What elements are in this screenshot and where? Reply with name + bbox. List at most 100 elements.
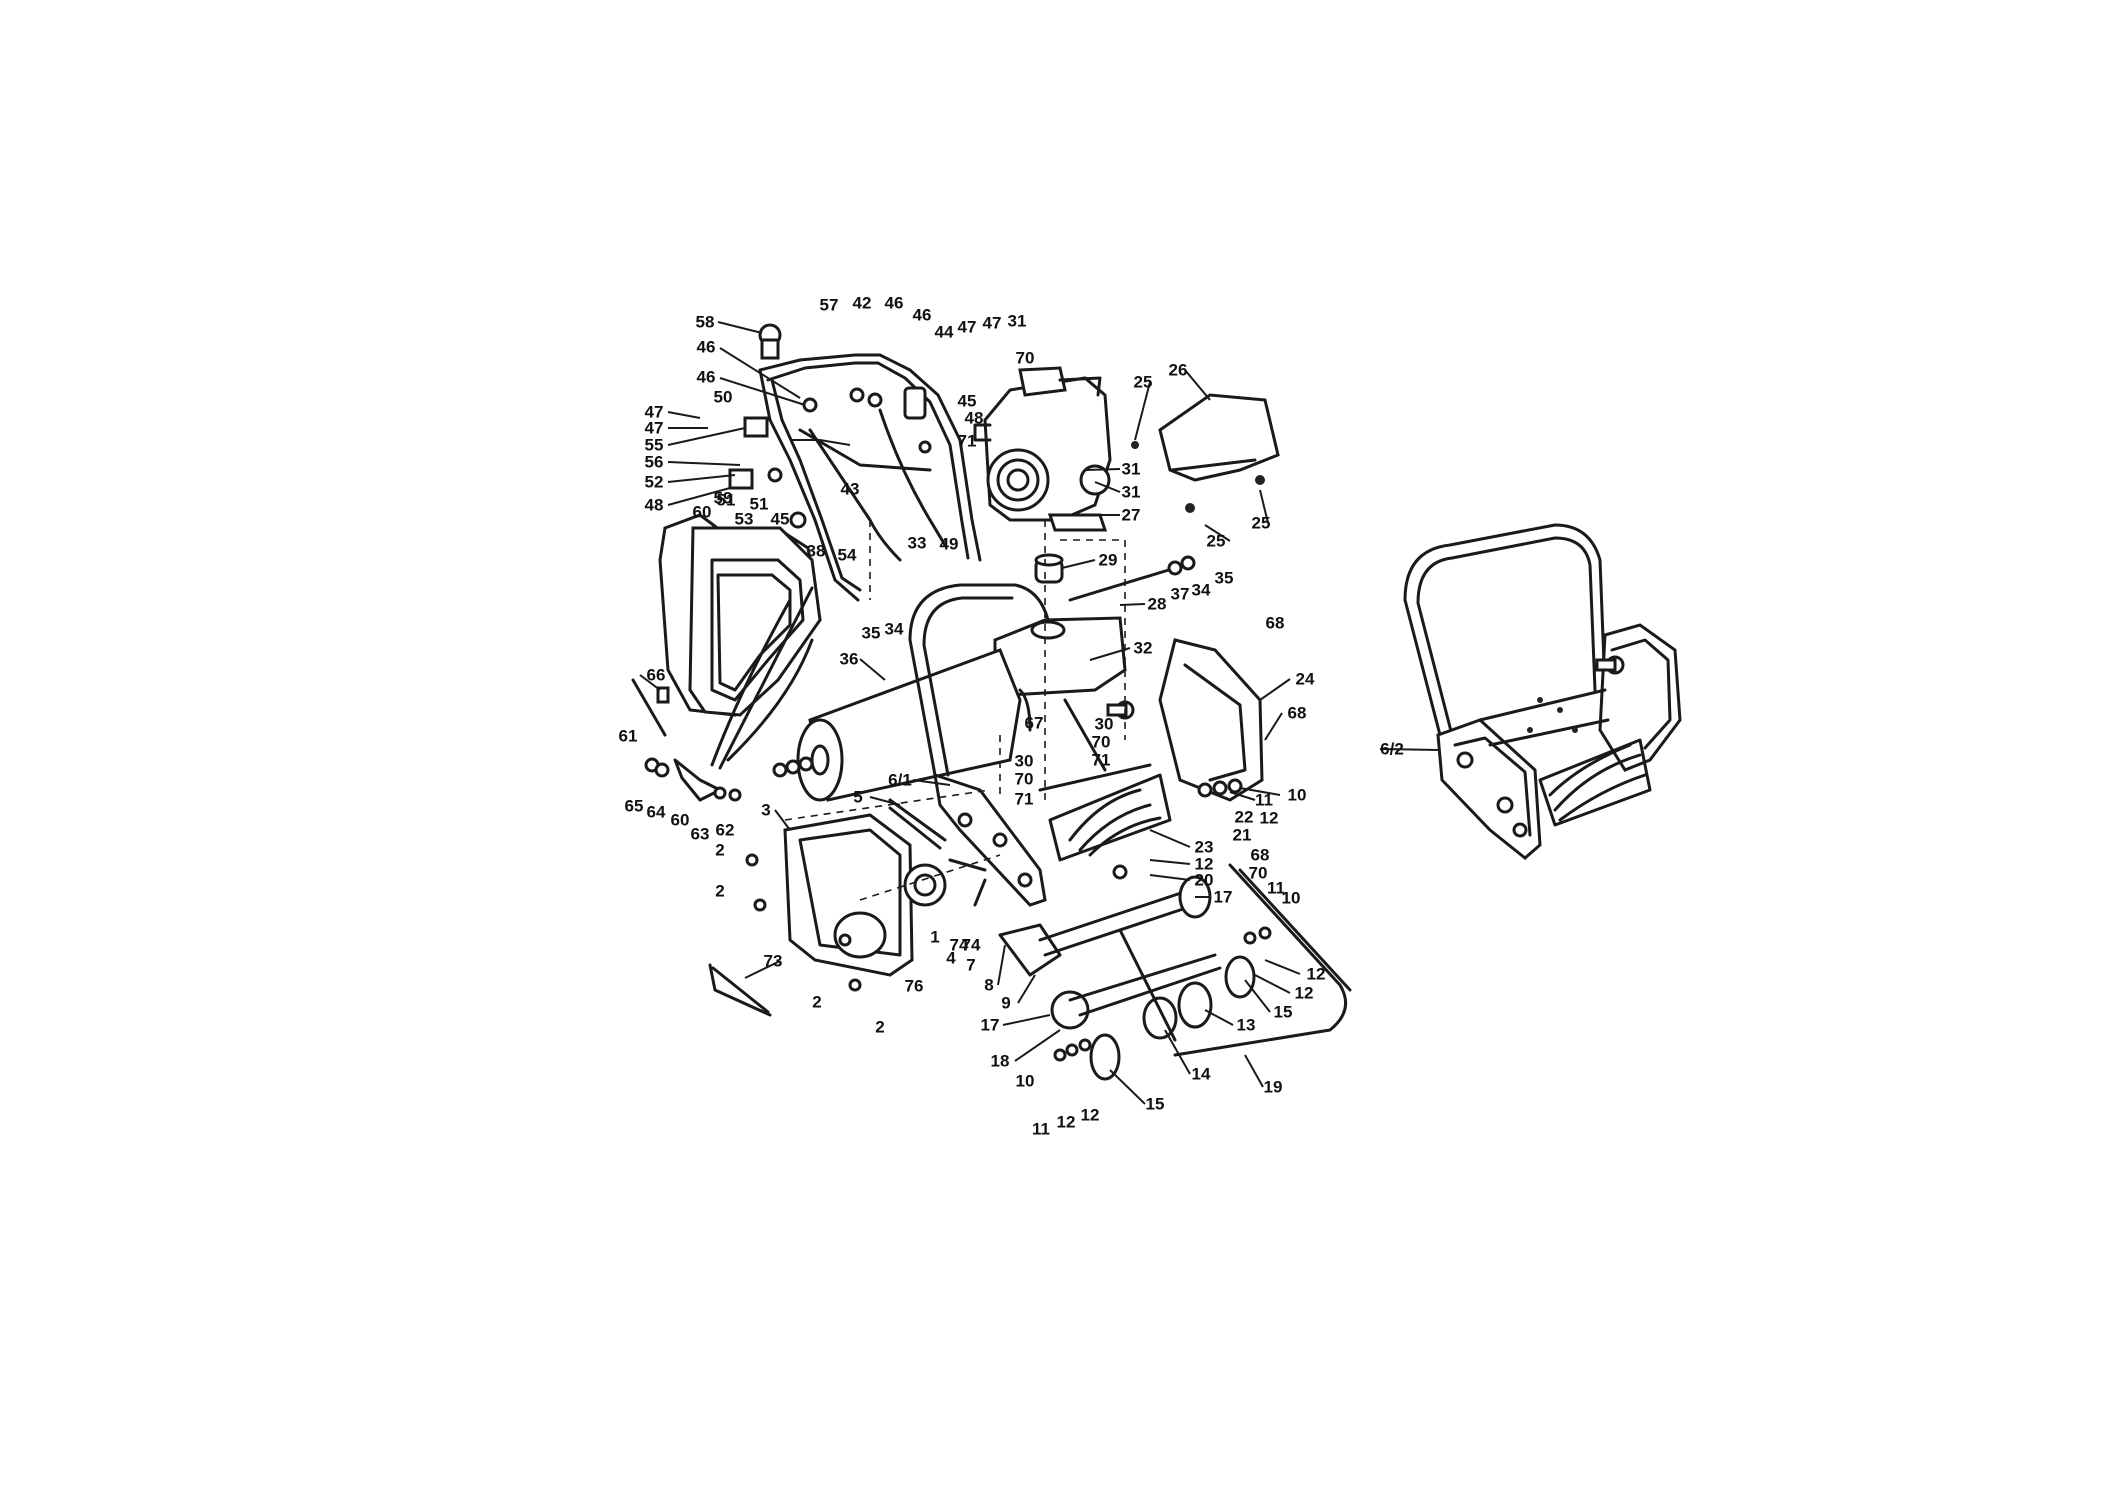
part-label: 21 — [1232, 825, 1252, 845]
part-label: 46 — [912, 305, 932, 325]
part-label: 50 — [713, 387, 733, 407]
part-label: 18 — [990, 1051, 1010, 1071]
part-label: 45 — [770, 509, 790, 529]
rear-rollers — [998, 863, 1352, 1081]
part-label: 11 — [1255, 790, 1273, 810]
assembly-lines — [784, 520, 1126, 901]
part-label: 59 — [713, 488, 733, 508]
part-label: 10 — [1287, 785, 1307, 805]
part-label: 57 — [819, 295, 839, 315]
part-label: 48 — [644, 495, 664, 515]
part-label: 14 — [1191, 1064, 1211, 1084]
part-label: 36 — [839, 649, 859, 669]
part-label: 42 — [852, 293, 872, 313]
main-frame — [908, 583, 1264, 907]
part-label: 64 — [646, 802, 666, 822]
part-label: 35 — [1214, 568, 1234, 588]
part-label: 51 — [716, 490, 736, 510]
part-label: 68 — [1250, 845, 1270, 865]
part-label: 1 — [930, 927, 940, 947]
part-label: 13 — [1236, 1015, 1256, 1035]
part-label: 74 — [961, 935, 981, 955]
part-label: 25 — [1251, 513, 1271, 533]
part-label: 70 — [1014, 769, 1034, 789]
part-label: 60 — [692, 502, 712, 522]
part-label: 12 — [1194, 854, 1214, 874]
handle-assembly — [728, 323, 982, 602]
part-label: 44 — [934, 322, 954, 342]
part-label: 11 — [1032, 1119, 1050, 1139]
part-label: 22 — [1234, 807, 1254, 827]
part-label: 47 — [644, 418, 664, 438]
part-label: 45 — [957, 391, 977, 411]
part-label: 24 — [1295, 669, 1315, 689]
part-label: 27 — [1121, 505, 1141, 525]
part-label: 71 — [1014, 789, 1034, 809]
part-label: 46 — [884, 293, 904, 313]
part-label: 23 — [1194, 837, 1214, 857]
part-label: 73 — [763, 951, 783, 971]
part-label: 54 — [837, 545, 857, 565]
part-label: 51 — [749, 494, 769, 514]
fuel-tank — [993, 553, 1196, 697]
part-label: 71 — [1091, 750, 1111, 770]
part-label: 4 — [946, 948, 956, 968]
part-label: 67 — [1024, 713, 1044, 733]
part-label: 30 — [1094, 714, 1114, 734]
part-label: 66 — [646, 665, 666, 685]
part-label: 31 — [1121, 482, 1141, 502]
part-label: 52 — [644, 472, 664, 492]
part-label: 61 — [618, 726, 638, 746]
part-label: 49 — [939, 534, 959, 554]
part-label: 48 — [964, 408, 984, 428]
grass-box — [658, 513, 822, 770]
part-label: 74 — [949, 935, 969, 955]
part-label: 47 — [957, 317, 977, 337]
part-label: 15 — [1273, 1002, 1293, 1022]
part-label: 25 — [1133, 372, 1153, 392]
part-label: 2 — [715, 840, 725, 860]
part-label: 47 — [982, 313, 1002, 333]
engine-cover — [1131, 393, 1280, 513]
part-label: 34 — [1191, 580, 1211, 600]
part-label: 2 — [875, 1017, 885, 1037]
part-label: 9 — [1001, 993, 1011, 1013]
part-label: 6/2 — [1380, 739, 1404, 759]
part-label: 12 — [1259, 808, 1279, 828]
part-label: 17 — [1213, 887, 1233, 907]
part-label: 29 — [1098, 550, 1118, 570]
part-label: 47 — [644, 402, 664, 422]
part-label: 58 — [695, 312, 715, 332]
engine — [973, 366, 1112, 532]
part-label: 3 — [761, 800, 771, 820]
part-label: 43 — [840, 479, 860, 499]
part-label: 25 — [1206, 531, 1226, 551]
part-label: 32 — [1133, 638, 1153, 658]
part-label: 35 — [861, 623, 881, 643]
part-label: 33 — [907, 533, 927, 553]
part-label: 8 — [984, 975, 994, 995]
part-label: 34 — [884, 619, 904, 639]
roller — [772, 648, 1022, 802]
part-label: 65 — [624, 796, 644, 816]
part-label: 63 — [690, 824, 710, 844]
part-label: 46 — [696, 337, 716, 357]
part-label: 70 — [1248, 863, 1268, 883]
part-label: 38 — [806, 541, 826, 561]
side-cover — [745, 798, 987, 992]
part-label: 10 — [1281, 888, 1301, 908]
part-label: 6/1 — [888, 770, 912, 790]
part-label: 12 — [1306, 964, 1326, 984]
part-label: 37 — [1170, 584, 1190, 604]
part-label: 71 — [957, 431, 977, 451]
part-label: 28 — [1147, 594, 1167, 614]
part-label: 17 — [980, 1015, 1000, 1035]
part-label: 12 — [1056, 1112, 1076, 1132]
part-label: 19 — [1263, 1077, 1283, 1097]
frame-inset-view — [1403, 523, 1682, 860]
part-label: 70 — [1091, 732, 1111, 752]
part-label: 20 — [1194, 870, 1214, 890]
part-label: 2 — [715, 881, 725, 901]
